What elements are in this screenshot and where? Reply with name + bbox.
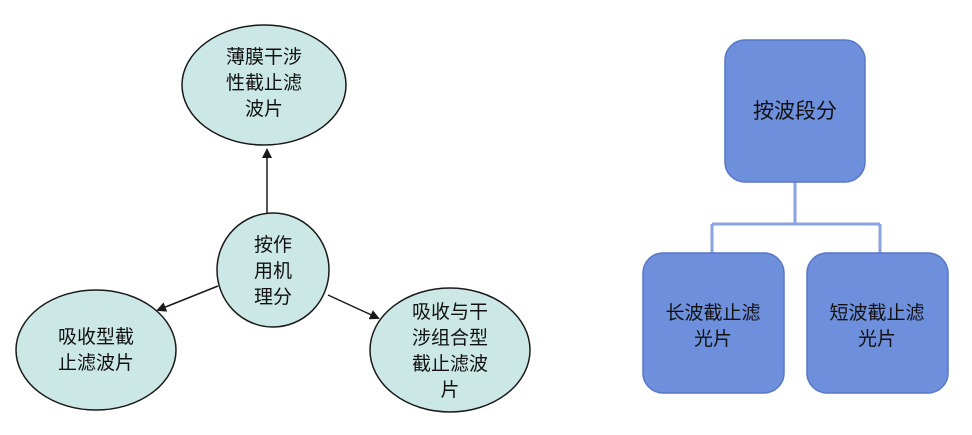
- arrow-center-to-right: [327, 294, 380, 320]
- node-label-line: 波片: [245, 98, 283, 120]
- node-label-line: 片: [440, 379, 459, 401]
- node-label-line: 按作: [254, 234, 292, 256]
- node-classification-by-mechanism: 按作 用机 理分: [216, 212, 330, 328]
- node-label-line: 用机: [254, 260, 292, 282]
- node-label: 按波段分: [753, 99, 837, 123]
- node-classification-by-band: 按波段分: [724, 39, 866, 183]
- node-label-line: 吸收与干: [412, 301, 488, 323]
- node-label-line: 短波截止滤: [829, 302, 924, 324]
- node-label-line: 光片: [858, 328, 896, 350]
- arrow-center-to-left: [156, 285, 219, 312]
- node-thin-film-interference: 薄膜干涉 性截止滤 波片: [181, 24, 347, 146]
- node-label-line: 光片: [694, 328, 732, 350]
- node-shortwave-cutoff-filter: 短波截止滤 光片: [806, 252, 949, 394]
- node-label-line: 理分: [254, 286, 292, 308]
- node-label-line: 性截止滤: [226, 72, 302, 94]
- node-absorption-type: 吸收型截 止滤波片: [15, 289, 177, 411]
- node-absorption-interference-combined: 吸收与干 涉组合型 截止滤波 片: [369, 287, 531, 413]
- node-label-line: 薄膜干涉: [226, 46, 302, 68]
- node-label-line: 涉组合型: [412, 327, 488, 349]
- node-label-line: 截止滤波: [412, 353, 488, 375]
- node-longwave-cutoff-filter: 长波截止滤 光片: [642, 252, 785, 394]
- node-label-line: 长波截止滤: [665, 302, 760, 324]
- tree-connectors: [710, 182, 882, 253]
- node-label-line: 吸收型截: [58, 326, 134, 348]
- node-label-line: 止滤波片: [58, 352, 134, 374]
